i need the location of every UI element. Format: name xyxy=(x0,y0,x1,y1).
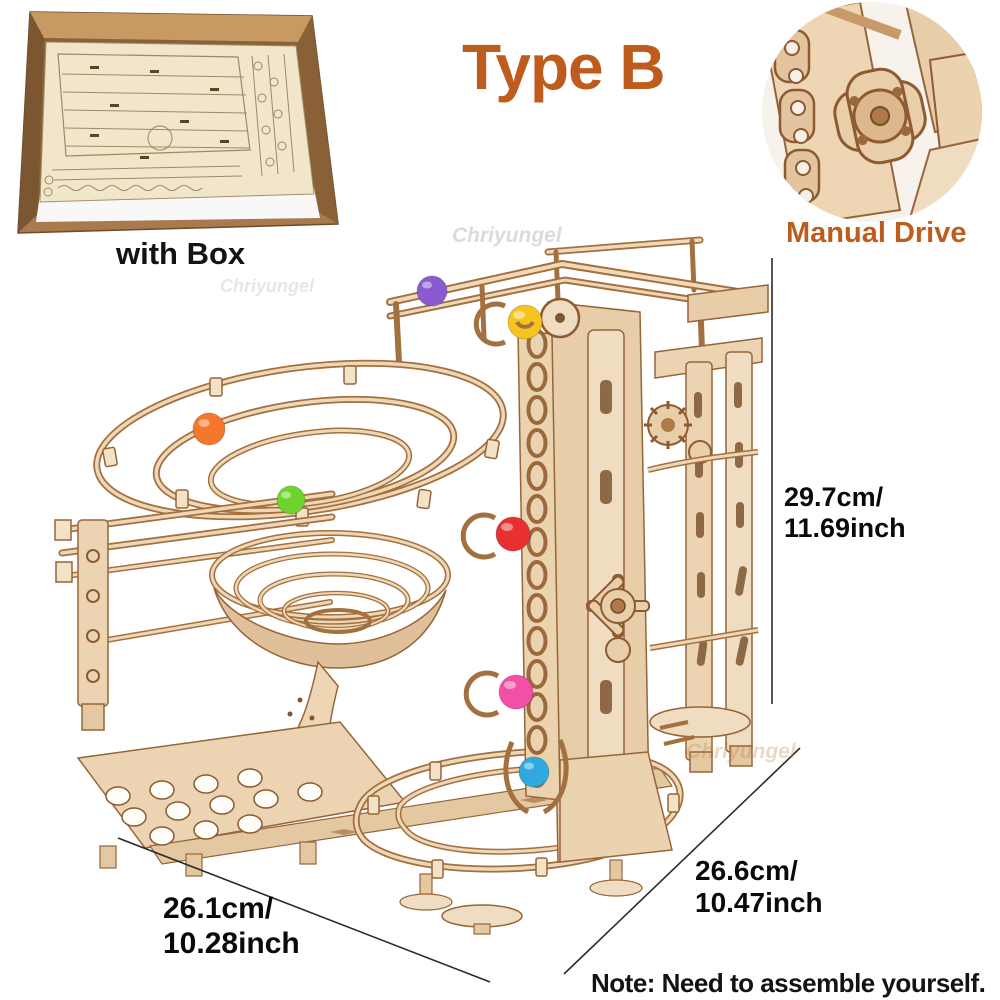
watermark: Chriyungel xyxy=(452,224,562,247)
marble-run-model xyxy=(54,236,769,935)
green-ball xyxy=(276,485,306,515)
crank-gear-small xyxy=(586,574,650,663)
manual-drive-inset-photo xyxy=(762,2,982,222)
assembly-note: Note: Need to assemble yourself. xyxy=(591,968,986,998)
left-post xyxy=(77,519,109,731)
length-dimension-line xyxy=(117,837,491,983)
length-dimension-label: 26.1cm/ 10.28inch xyxy=(163,892,300,960)
upper-loop-tracks xyxy=(93,359,507,527)
red-ball xyxy=(495,516,531,552)
chain-lift-tower xyxy=(517,297,759,863)
with-box-caption: with Box xyxy=(116,236,246,271)
box-photo xyxy=(17,11,339,234)
type-title: Type B xyxy=(462,31,666,103)
depth-dimension-line xyxy=(563,747,801,975)
crank-gear xyxy=(833,67,927,165)
blue-ball xyxy=(518,756,550,788)
side-gears xyxy=(644,401,712,464)
height-dimension-label: 29.7cm/ 11.69inch xyxy=(784,482,906,544)
yellow-ball xyxy=(507,304,543,340)
dimension-lines xyxy=(117,258,801,983)
pink-ball xyxy=(498,674,534,710)
ball-catchers xyxy=(460,301,569,815)
manual-drive-caption: Manual Drive xyxy=(786,217,967,249)
depth-dimension-label: 26.6cm/ 10.47inch xyxy=(695,855,823,919)
marbles xyxy=(192,275,550,788)
plywood-sheet xyxy=(39,41,315,203)
right-frame xyxy=(649,284,769,773)
watermark: Chriyungel xyxy=(220,276,315,296)
purple-ball xyxy=(416,275,448,307)
top-platform xyxy=(386,236,742,365)
orange-ball xyxy=(192,412,226,446)
watermark: Chriyungel xyxy=(686,740,796,763)
